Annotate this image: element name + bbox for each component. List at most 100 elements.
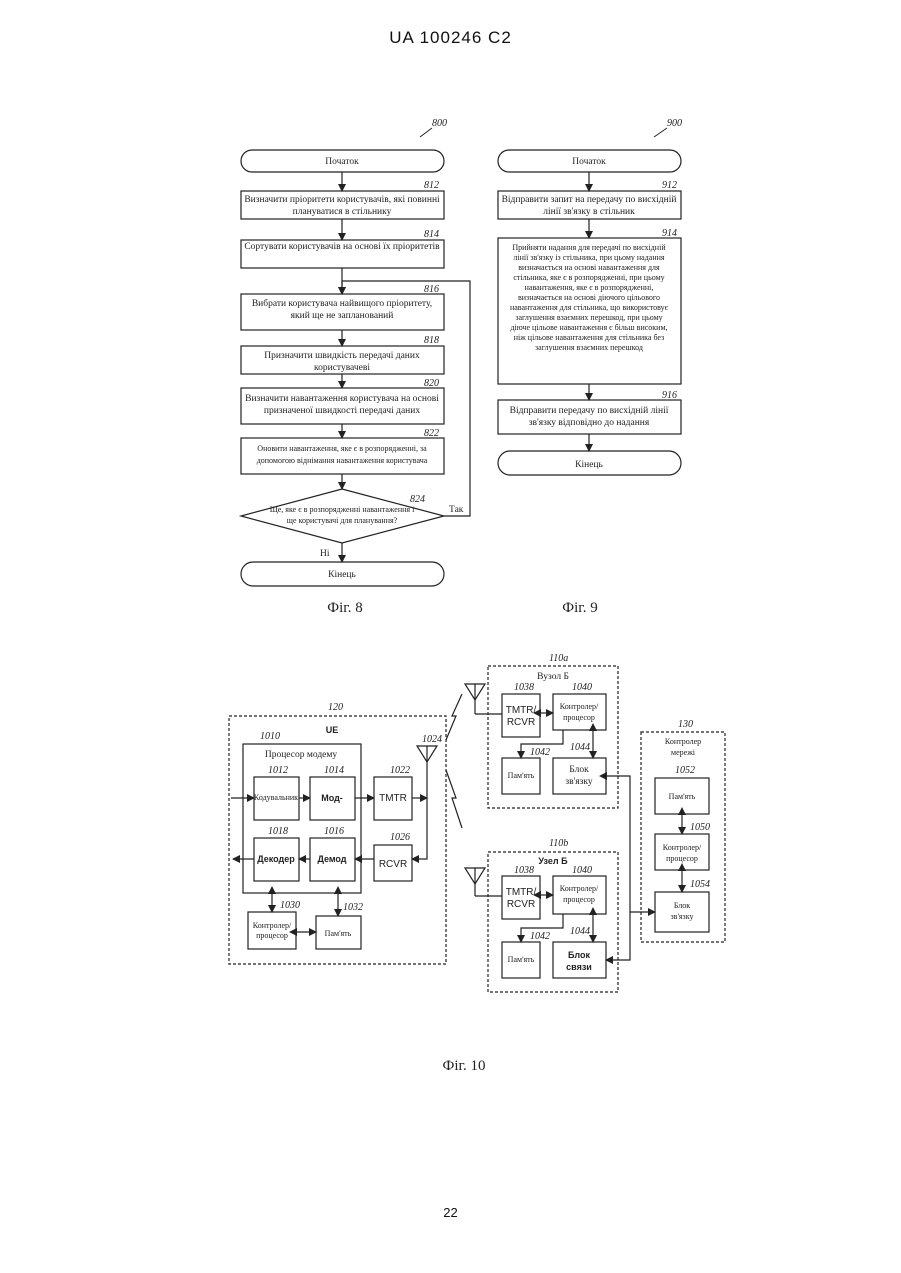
fig8-step-818-line2: користувачеві <box>314 363 370 373</box>
fig8-start-label: Початок <box>325 157 359 167</box>
net-ctrl-line1: Контролер/ <box>663 843 702 852</box>
node-a-trx-line1: TMTR/ <box>506 705 537 716</box>
net-comm-ref: 1054 <box>690 879 710 890</box>
node-a-trx-line2: RCVR <box>507 717 535 728</box>
fig8-decision-line2: ще користувачі для планування? <box>287 516 398 525</box>
fig9-step-914-line6: визначається на основі діючого цільового <box>518 293 660 302</box>
modem-ref-label: 1010 <box>260 731 280 742</box>
encoder-label: Кодувальник <box>254 793 298 802</box>
mod-label: Мод- <box>321 793 343 803</box>
node-a-mem-label: Пам'ять <box>508 771 535 780</box>
ue-controller-line2: процесор <box>256 931 288 940</box>
net-mem-label: Пам'ять <box>669 792 696 801</box>
net-title-line1: Контролер <box>665 737 701 746</box>
fig9-ref-leader <box>654 128 667 137</box>
ue-memory-label: Пам'ять <box>325 929 352 938</box>
fig8-step-818-line1: Призначити швидкість передачі даних <box>264 351 420 361</box>
fig9-end-label: Кінець <box>575 460 603 470</box>
node-b-mem-label: Пам'ять <box>508 955 535 964</box>
rcvr-label: RCVR <box>379 859 407 870</box>
mod-ref: 1014 <box>324 765 344 776</box>
node-a-mem-ref: 1042 <box>530 747 550 758</box>
fig9-ref-912: 912 <box>662 180 677 191</box>
fig9-ref-label: 900 <box>667 118 682 129</box>
fig8-ref-812: 812 <box>424 180 439 191</box>
node-b-trx-line2: RCVR <box>507 899 535 910</box>
node-a-ref: 110a <box>549 653 568 664</box>
ue-controller-line1: Контролер/ <box>253 921 292 930</box>
fig9-step-912-line2: лінії зв'язку в стільник <box>543 207 635 217</box>
network-controller-container <box>641 732 725 942</box>
net-ctrl-ref: 1050 <box>690 822 710 833</box>
fig8-no-label: Ні <box>320 549 330 559</box>
fig8-step-812-line2: плануватися в стільнику <box>293 207 392 217</box>
fig9-step-914-line1: Прийняти надання для передачі по висхідн… <box>512 243 666 252</box>
node-a-title: Вузол Б <box>537 672 569 682</box>
rcvr-ref: 1026 <box>390 832 410 843</box>
fig9-caption: Фіг. 9 <box>562 600 597 616</box>
fig8-ref-820: 820 <box>424 378 439 389</box>
fig8-step-816-line1: Вибрати користувача найвищого пріоритету… <box>252 298 432 309</box>
fig9-step-916-line2: зв'язку відповідно до надання <box>529 418 650 428</box>
page-number: 22 <box>0 1205 901 1220</box>
fig9-step-914-line4: стільника, яке є в розпорядженні, при ць… <box>513 273 664 282</box>
fig9-ref-914: 914 <box>662 228 677 239</box>
fig8-step-822-line1: Оновити навантаження, яке є в розпорядже… <box>257 444 427 453</box>
node-a-controller-box <box>553 694 606 730</box>
node-b-trx-ref: 1038 <box>514 865 534 876</box>
node-a-comm-line2: зв'язку <box>565 777 593 787</box>
fig9-step-916-line1: Відправити передачу по висхідній лінії <box>510 405 669 416</box>
fig8-step-814-line1: Сортувати користувачів на основі їх пріо… <box>244 242 440 252</box>
net-mem-ref: 1052 <box>675 765 695 776</box>
fig8-end-label: Кінець <box>328 570 356 580</box>
fig9-step-914-line10: ніж цільове навантаження для стільника б… <box>514 333 664 342</box>
fig8-ref-816: 816 <box>424 284 439 295</box>
demod-label: Демод <box>317 854 346 864</box>
node-b-ref: 110b <box>549 838 568 849</box>
modem-title: Процесор модему <box>265 750 338 760</box>
fig9-step-914-line7: навантаження для стільника, що використо… <box>510 303 669 312</box>
ue-title: UE <box>326 725 339 735</box>
tmtr-ref: 1022 <box>390 765 410 776</box>
node-b-ctrl-line1: Контролер/ <box>560 884 599 893</box>
fig8-step-816-line2: який ще не запланований <box>291 310 394 321</box>
fig8-step-812-line1: Визначити пріоритети користувачів, які п… <box>244 195 440 205</box>
fig9-step-914-line11: заглушення взаємних перешкод <box>535 343 643 352</box>
fig8-ref-label: 800 <box>432 118 447 129</box>
node-a-ctrl-ref: 1040 <box>572 682 592 693</box>
net-ctrl-line2: процесор <box>666 854 698 863</box>
ue-antenna-ref: 1024 <box>422 734 442 745</box>
node-b-ctrl-ref: 1040 <box>572 865 592 876</box>
fig8-yes-label: Так <box>449 505 464 515</box>
node-a-comm-line1: Блок <box>569 765 589 775</box>
decoder-ref: 1018 <box>268 826 288 837</box>
fig10-caption: Фіг. 10 <box>443 1058 486 1074</box>
ue-ref-label: 120 <box>328 702 343 713</box>
node-b-trx-line1: TMTR/ <box>506 887 537 898</box>
wireless-link-node-b <box>446 770 462 828</box>
fig8-caption: Фіг. 8 <box>327 600 362 616</box>
node-b-comm-ref: 1044 <box>570 926 590 937</box>
fig9-start-label: Початок <box>572 157 606 167</box>
node-a-ctrl-line2: процесор <box>563 713 595 722</box>
net-title-line2: мережі <box>671 748 696 757</box>
node-b-title: Узел Б <box>538 856 568 866</box>
net-comm-line2: зв'язку <box>671 912 694 921</box>
fig8-step-820-line1: Визначити навантаження користувача на ос… <box>245 394 439 404</box>
fig9-step-914-line9: діюче цільове навантаження є більш висок… <box>510 323 667 332</box>
node-a-trx-ref: 1038 <box>514 682 534 693</box>
node-a-comm-ref: 1044 <box>570 742 590 753</box>
encoder-ref: 1012 <box>268 765 288 776</box>
fig9-step-914-line8: заглушення взаємних перешкод, при цьому <box>515 313 662 322</box>
node-b-mem-ref: 1042 <box>530 931 550 942</box>
fig9-step-914-line2: лінії зв'язку із стільника, при цьому на… <box>513 253 665 262</box>
node-a-ctrl-line1: Контролер/ <box>560 702 599 711</box>
fig8-ref-leader <box>420 128 432 137</box>
node-b-comm-line1: Блок <box>568 950 591 960</box>
node-a-comm-box <box>553 758 606 794</box>
node-b-comm-box <box>553 942 606 978</box>
fig8-ref-822: 822 <box>424 428 439 439</box>
decoder-label: Декодер <box>257 854 295 864</box>
demod-ref: 1016 <box>324 826 344 837</box>
